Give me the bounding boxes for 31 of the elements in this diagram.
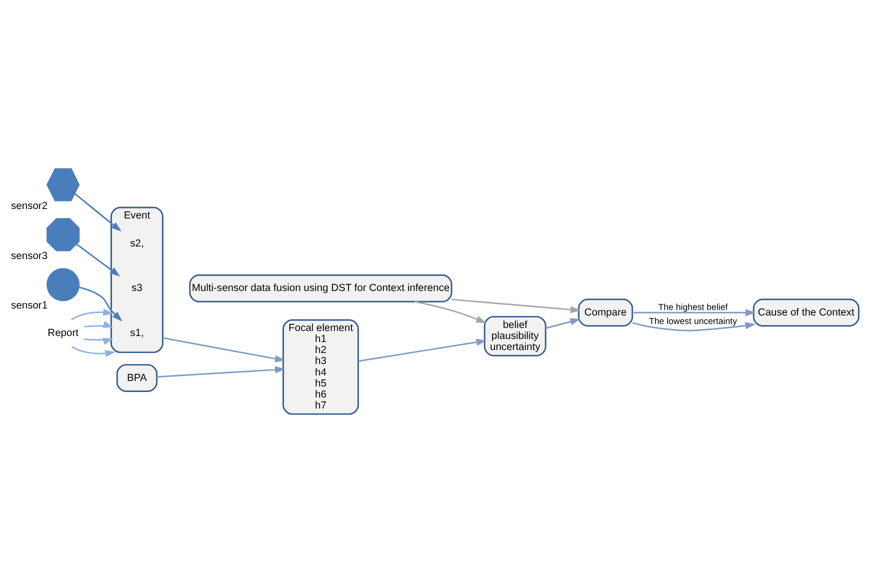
node-text: s2, [130,238,144,250]
node-label: sensor3 [11,250,48,262]
node-text: s1, [130,328,144,339]
node-text: s3 [132,283,142,294]
arrow [358,338,487,362]
arrow [74,193,122,232]
arrow [70,308,114,320]
edge-label: The lowest uncertainty [648,316,737,326]
arrow [156,366,286,378]
node-box: Cause of the Context [752,298,860,327]
node-box: Focal element h1 h2 h3 h4 h5 h6 h7 [282,319,359,415]
node-label: sensor2 [11,200,48,212]
edge-label: The highest belief [658,302,728,312]
arrow [84,338,114,345]
node-circle [46,268,80,302]
node-text: Report [48,328,78,339]
node-box: Multi-sensor data fusion using DST for Context inference [189,274,452,302]
arrow [162,337,286,362]
arrow [451,298,581,314]
node-box: belief plausibility uncertainty [484,316,546,356]
arrow [414,300,487,324]
arrow [71,346,116,358]
arrow [84,320,114,328]
arrow [78,286,122,322]
arrow [632,322,756,332]
node-box: Compare [578,298,634,327]
arrow [546,318,581,329]
node-label: sensor1 [11,300,48,312]
node-box: BPA [116,364,158,392]
arrow [76,243,120,276]
arrow [632,309,756,316]
